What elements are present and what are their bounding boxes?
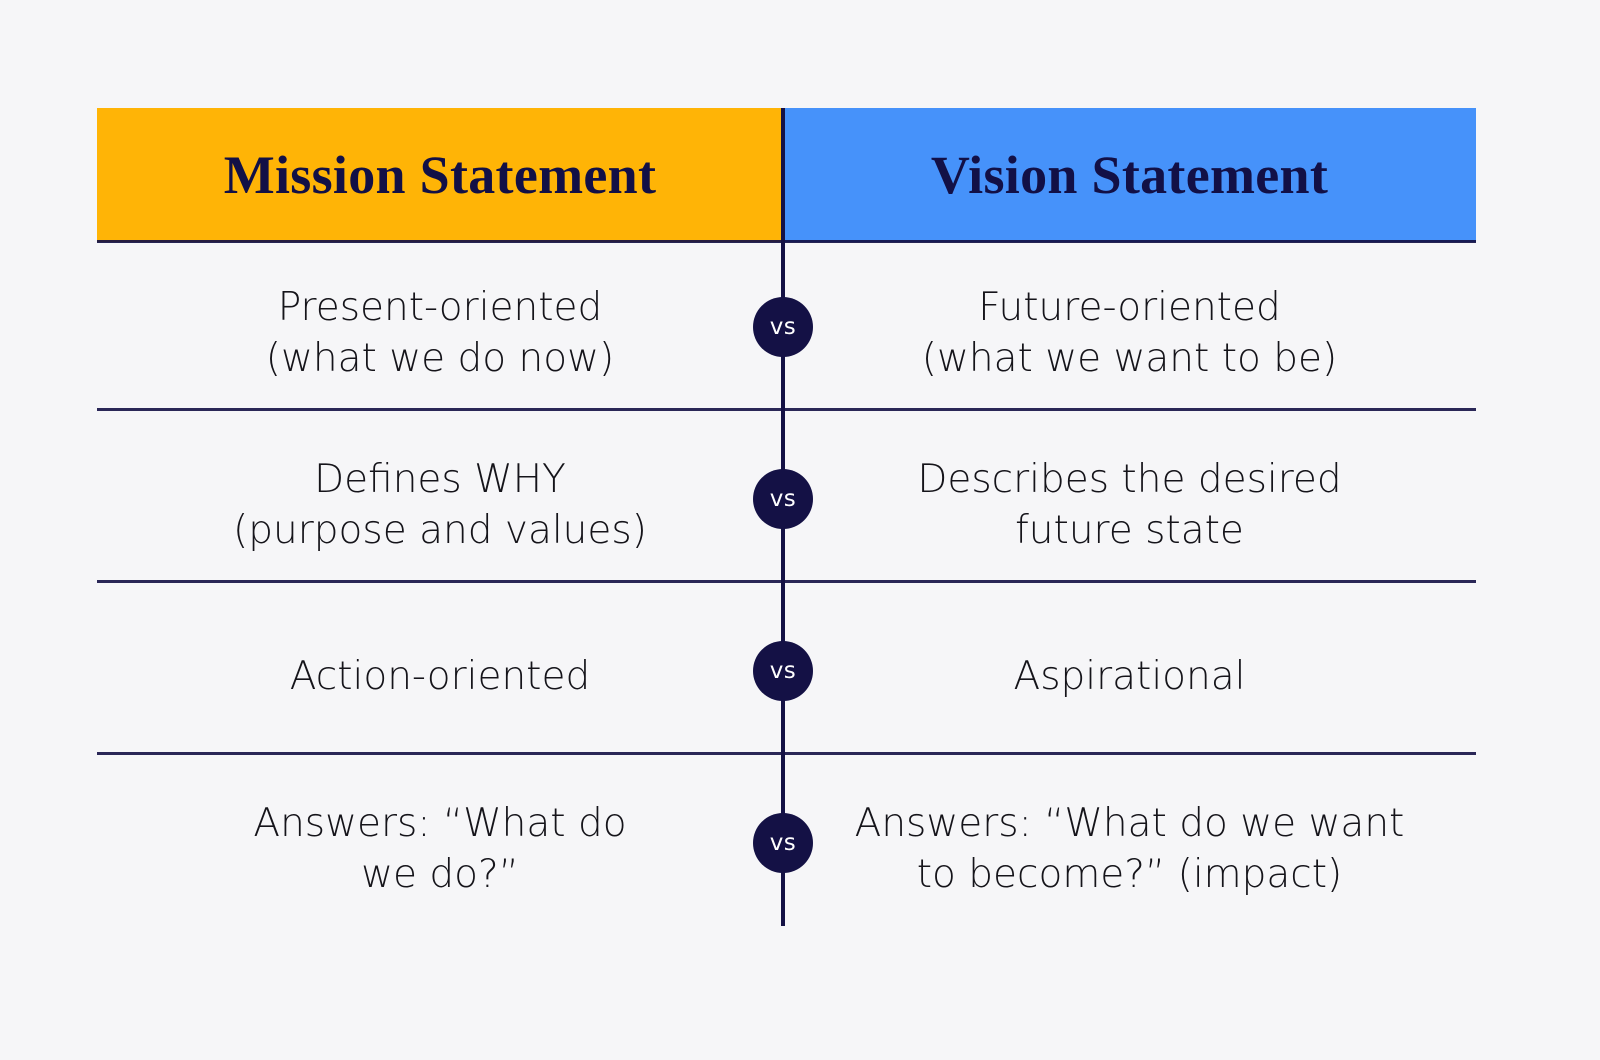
vs-badge: vs [753, 813, 813, 873]
row-1-vision-text: Future-oriented (what we want to be) [921, 284, 1338, 381]
row-3-mission-text: Action-oriented [289, 654, 591, 700]
vs-badge-label: vs [769, 485, 797, 512]
row-1-cell-mission: Present-oriented (what we do now) [97, 282, 783, 385]
row-divider-2 [97, 580, 1476, 583]
row-4-cell-mission: Answers: “What do we do?” [97, 798, 783, 901]
vs-badge-label: vs [769, 829, 797, 856]
vs-badge-label: vs [769, 313, 797, 340]
row-4-cell-vision: Answers: “What do we want to become?” (i… [783, 798, 1476, 901]
row-4-mission-text: Answers: “What do we do?” [253, 800, 627, 897]
row-3-vision-text: Aspirational [1013, 654, 1246, 700]
vs-badge: vs [753, 297, 813, 357]
row-1-mission-text: Present-oriented (what we do now) [265, 284, 615, 381]
row-2-vision-text: Describes the desired future state [917, 456, 1342, 553]
table-row: Action-oriented Aspirational [97, 612, 1476, 742]
row-3-cell-vision: Aspirational [783, 651, 1476, 702]
page-title-vision: Vision Statement [930, 145, 1329, 205]
header-band-bottom-rule [97, 240, 1476, 243]
page-title-mission: Mission Statement [223, 145, 657, 205]
row-2-cell-vision: Describes the desired future state [783, 454, 1476, 557]
row-divider-3 [97, 752, 1476, 755]
table-row: Answers: “What do we do?” Answers: “What… [97, 784, 1476, 914]
row-2-cell-mission: Defines WHY (purpose and values) [97, 454, 783, 557]
vs-badge: vs [753, 641, 813, 701]
comparison-header-band: Mission Statement Vision Statement [97, 108, 1476, 242]
row-4-vision-text: Answers: “What do we want to become?” (i… [854, 800, 1405, 897]
vs-badge-label: vs [769, 657, 797, 684]
table-row: Defines WHY (purpose and values) Describ… [97, 440, 1476, 570]
vs-badge: vs [753, 469, 813, 529]
row-1-cell-vision: Future-oriented (what we want to be) [783, 282, 1476, 385]
row-divider-1 [97, 408, 1476, 411]
header-cell-mission: Mission Statement [97, 108, 783, 242]
row-3-cell-mission: Action-oriented [97, 651, 783, 702]
table-row: Present-oriented (what we do now) Future… [97, 268, 1476, 398]
header-cell-vision: Vision Statement [783, 108, 1476, 242]
row-2-mission-text: Defines WHY (purpose and values) [233, 456, 647, 553]
